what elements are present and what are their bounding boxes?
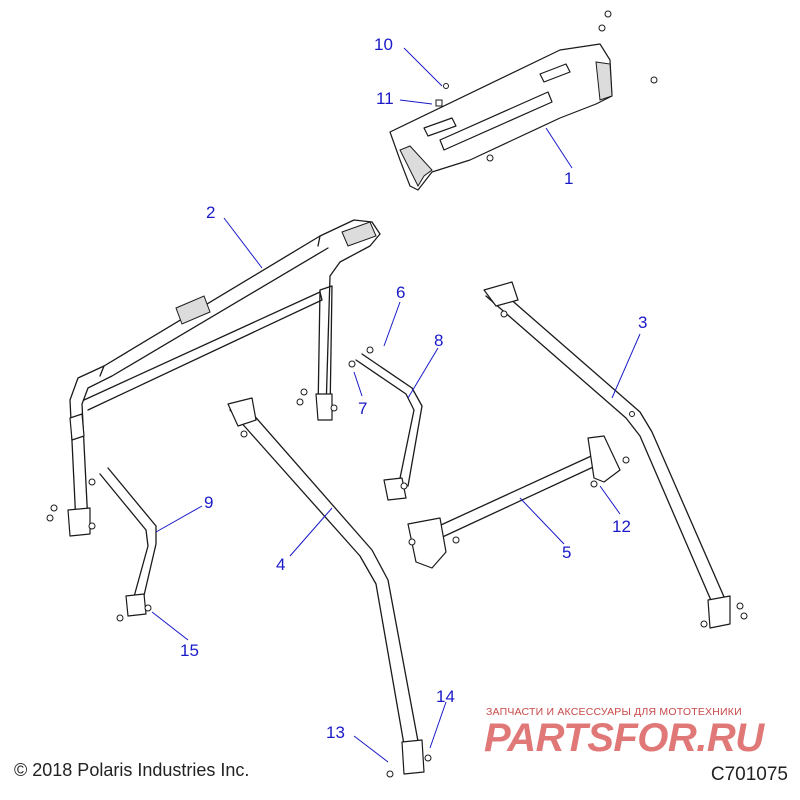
part-8-support-bar <box>348 346 423 501</box>
drawing-id: C701075 <box>710 764 788 785</box>
callout-2: 2 <box>206 203 215 222</box>
callout-10: 10 <box>374 35 393 54</box>
watermark-caption: ЗАПЧАСТИ И АКСЕССУАРЫ ДЛЯ МОТОТЕХНИКИ <box>486 706 742 718</box>
callout-6: 6 <box>396 283 405 302</box>
part-4-side-rail <box>227 397 432 778</box>
watermark-brand: PARTSFOR.RU <box>484 716 764 760</box>
callout-4: 4 <box>276 555 285 574</box>
part-3-side-rail <box>483 281 748 629</box>
callout-5: 5 <box>562 543 571 562</box>
callout-13: 13 <box>326 723 345 742</box>
callout-8: 8 <box>434 331 443 350</box>
callout-12: 12 <box>612 517 631 536</box>
callout-9: 9 <box>204 493 213 512</box>
copyright-notice: © 2018 Polaris Industries Inc. <box>14 760 250 780</box>
callout-1: 1 <box>564 169 573 188</box>
callout-11: 11 <box>376 89 394 108</box>
callout-7: 7 <box>358 399 367 418</box>
callouts: 1 2 3 4 5 6 7 8 9 10 11 12 13 14 15 <box>180 35 647 742</box>
callout-15: 15 <box>180 641 199 660</box>
part-5-cross-brace <box>407 435 630 569</box>
part-9-support-bar <box>88 467 157 622</box>
callout-14: 14 <box>436 687 455 706</box>
callout-3: 3 <box>638 313 647 332</box>
part-2-rear-frame <box>46 219 381 537</box>
leader-lines <box>151 47 641 763</box>
part-1-panel <box>389 10 658 191</box>
